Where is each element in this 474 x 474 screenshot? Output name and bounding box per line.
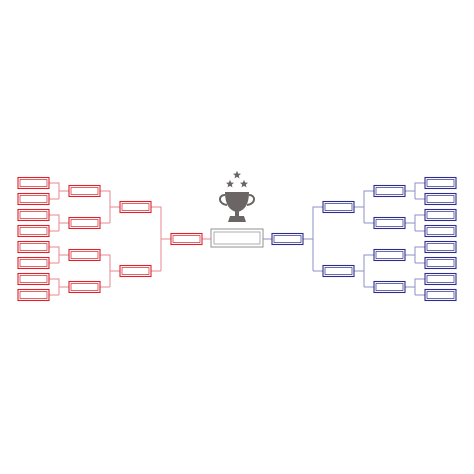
trophy-base <box>228 216 246 222</box>
final-slot-inner <box>213 231 261 245</box>
right-connector <box>354 190 374 224</box>
left-connector <box>49 214 69 232</box>
right-slot-r1-1 <box>424 176 457 190</box>
left-bracket <box>17 176 203 302</box>
left-connector <box>49 278 69 296</box>
left-slot-r3-1-inner <box>121 203 150 211</box>
right-connector <box>405 182 425 200</box>
left-slot-r1-6 <box>17 256 50 270</box>
left-slot-r2-4 <box>68 280 101 294</box>
left-slot-r1-1 <box>17 176 50 190</box>
right-slot-r1-4 <box>424 224 457 238</box>
right-slot-r1-5-inner <box>426 243 455 251</box>
trophy-stem <box>235 211 239 216</box>
right-slot-r3-2-inner <box>324 267 353 275</box>
right-slot-r1-4-inner <box>426 227 455 235</box>
left-slot-r1-3-inner <box>19 211 48 219</box>
right-slot-r1-6-inner <box>426 259 455 267</box>
right-connector <box>303 206 323 272</box>
right-slot-r2-4 <box>373 280 406 294</box>
left-slot-r3-2 <box>119 264 152 278</box>
left-connector <box>49 182 69 200</box>
left-slot-r2-1-inner <box>70 187 99 195</box>
right-slot-r2-3 <box>373 248 406 262</box>
left-slot-r1-5-inner <box>19 243 48 251</box>
right-slot-r1-7 <box>424 272 457 286</box>
left-slot-r2-4-inner <box>70 283 99 291</box>
left-slot-r1-1-inner <box>19 179 48 187</box>
right-connector <box>354 254 374 288</box>
right-slot-r1-2 <box>424 192 457 206</box>
right-connector <box>405 278 425 296</box>
left-slot-r2-2 <box>68 216 101 230</box>
trophy-cup <box>225 192 249 212</box>
right-bracket-lines <box>263 182 425 296</box>
trophy-icon <box>219 170 255 222</box>
star-icon <box>226 179 234 188</box>
left-connector <box>49 246 69 264</box>
right-slot-r2-1 <box>373 184 406 198</box>
left-slot-r1-4-inner <box>19 227 48 235</box>
right-slot-r1-6 <box>424 256 457 270</box>
left-slot-r3-1 <box>119 200 152 214</box>
left-slot-r1-7 <box>17 272 50 286</box>
left-bracket-lines <box>49 182 211 296</box>
left-connector <box>151 206 171 272</box>
right-slot-r3-1 <box>322 200 355 214</box>
right-connector <box>405 246 425 264</box>
right-slot-r3-2 <box>322 264 355 278</box>
right-slot-r1-3 <box>424 208 457 222</box>
left-slot-r1-5 <box>17 240 50 254</box>
left-slot-r4-1-inner <box>172 235 201 243</box>
right-bracket <box>271 176 457 302</box>
right-slot-r1-5 <box>424 240 457 254</box>
left-slot-r1-3 <box>17 208 50 222</box>
star-icon <box>233 170 241 179</box>
right-slot-r1-3-inner <box>426 211 455 219</box>
right-slot-r1-2-inner <box>426 195 455 203</box>
left-slot-r1-2 <box>17 192 50 206</box>
right-connector <box>405 214 425 232</box>
right-slot-r2-2-inner <box>375 219 404 227</box>
right-slot-r1-1-inner <box>426 179 455 187</box>
left-slot-r2-1 <box>68 184 101 198</box>
left-slot-r1-8-inner <box>19 291 48 299</box>
left-connector <box>100 190 120 224</box>
right-slot-r2-3-inner <box>375 251 404 259</box>
right-slot-r3-1-inner <box>324 203 353 211</box>
left-slot-r1-4 <box>17 224 50 238</box>
trophy-handle-left <box>219 194 228 206</box>
right-slot-r1-8-inner <box>426 291 455 299</box>
star-icon <box>240 179 248 188</box>
left-slot-r2-3 <box>68 248 101 262</box>
final-match <box>210 228 264 248</box>
left-connector <box>100 254 120 288</box>
trophy-handle-right <box>246 194 255 206</box>
right-slot-r1-8 <box>424 288 457 302</box>
left-slot-r1-7-inner <box>19 275 48 283</box>
right-slot-r4-1-inner <box>273 235 302 243</box>
right-slot-r2-1-inner <box>375 187 404 195</box>
left-slot-r3-2-inner <box>121 267 150 275</box>
left-slot-r1-6-inner <box>19 259 48 267</box>
right-slot-r2-2 <box>373 216 406 230</box>
left-slot-r1-2-inner <box>19 195 48 203</box>
right-slot-r1-7-inner <box>426 275 455 283</box>
final-slot <box>210 228 264 248</box>
left-slot-r2-2-inner <box>70 219 99 227</box>
left-slot-r1-8 <box>17 288 50 302</box>
right-slot-r2-4-inner <box>375 283 404 291</box>
left-slot-r4-1 <box>170 232 203 246</box>
right-slot-r4-1 <box>271 232 304 246</box>
left-slot-r2-3-inner <box>70 251 99 259</box>
